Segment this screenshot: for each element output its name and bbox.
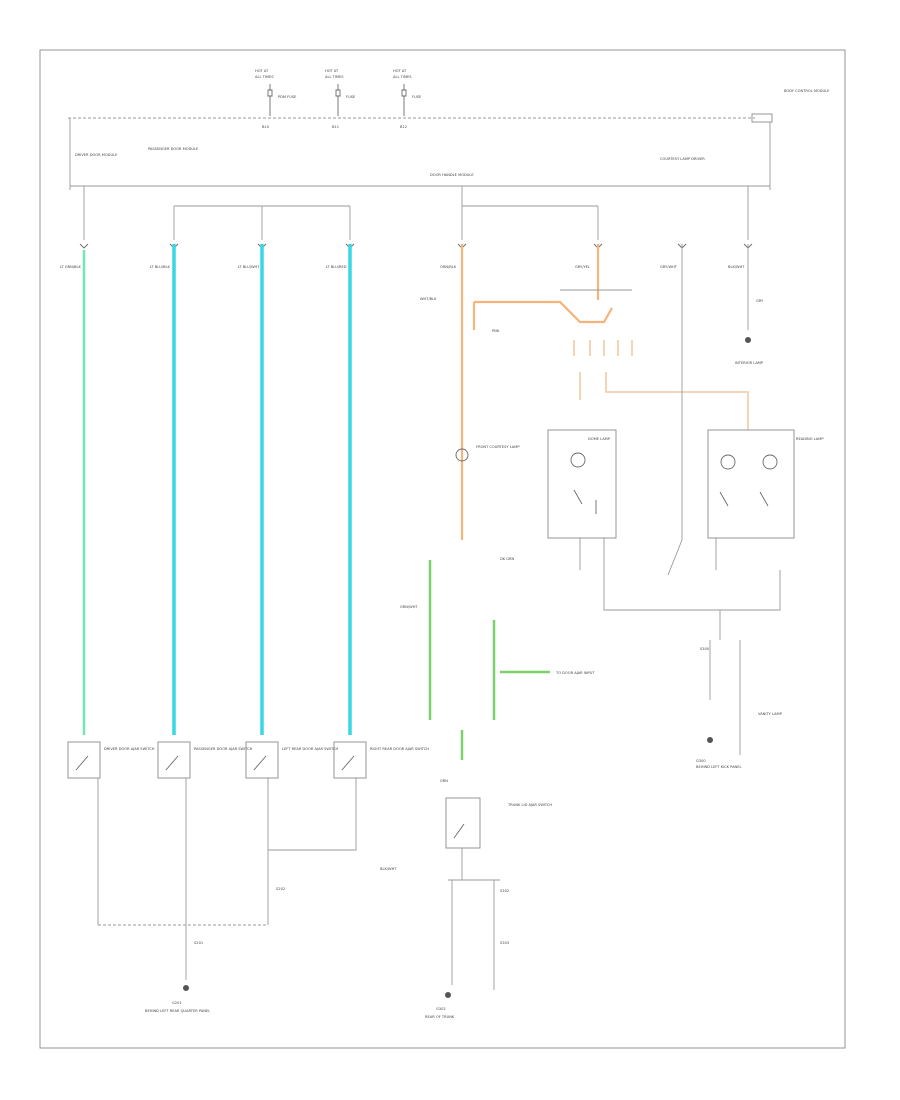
- wire-label-10: GRY: [756, 299, 764, 303]
- diagram-frame: [39, 49, 846, 1049]
- switch-label-4: RIGHT REAR DOOR AJAR SWITCH: [370, 747, 429, 751]
- switch-label-2: PASSENGER DOOR AJAR SWITCH: [194, 747, 253, 751]
- fuse-label-1-fuse: PDM FUSE: [278, 95, 297, 99]
- vanity-lamp-label: VANITY LAMP: [758, 712, 783, 716]
- orange-distribution: [474, 244, 613, 324]
- orange-branches: [573, 340, 749, 430]
- left-ground-icon: [183, 985, 189, 991]
- fuse-label-2-fuse: FUSE: [346, 95, 356, 99]
- module-label-5: INTERIOR LAMP: [735, 361, 764, 365]
- switch-label-1: DRIVER DOOR AJAR SWITCH: [104, 747, 155, 751]
- trunk-returns: [448, 848, 500, 990]
- fuse-label-3-fuse: FUSE: [412, 95, 422, 99]
- wire-label-3: LT BLU/RED: [326, 265, 347, 269]
- left-ground-location: BEHIND LEFT REAR QUARTER PANEL: [145, 1009, 210, 1013]
- wire-label-12: GRN/WHT: [400, 605, 418, 609]
- module-label-2: PASSENGER DOOR MODULE: [148, 147, 199, 151]
- interior-ground-icon: [745, 337, 751, 343]
- fuse-label-2-line1: HOT AT: [325, 69, 339, 73]
- lamp-bulb-icons: [455, 448, 778, 514]
- wire-label-1: LT BLU/BLK: [150, 265, 170, 269]
- mid-ground-label: G302: [436, 1007, 446, 1011]
- dome-lamp-box: [547, 429, 617, 539]
- splice-lower: [709, 610, 741, 700]
- wire-label-2: LT BLU/WHT: [238, 265, 260, 269]
- lamp-label-3: READING LAMP: [796, 437, 824, 441]
- trunk-switch-box: [445, 797, 481, 849]
- lr-switch-box: [245, 741, 279, 779]
- wire-label-15: BLK/WHT: [380, 867, 397, 871]
- grn-wire: [492, 620, 550, 720]
- left-ground-label: G201: [172, 1001, 182, 1005]
- wire-label-0: LT GRN/BLK: [60, 265, 81, 269]
- lamp-return-wiring: [579, 538, 781, 611]
- wire-label-8: WHT/BLK: [420, 297, 437, 301]
- rr-switch-box: [333, 741, 367, 779]
- lamp-label-2: DOME LAMP: [588, 437, 611, 441]
- module-bus-sides: [69, 118, 771, 190]
- fuse-label-3-ref: B12: [400, 125, 407, 129]
- fuse-symbols: [267, 84, 407, 116]
- wire-label-9: PNK: [492, 329, 500, 333]
- splice-label-s202: S202: [276, 887, 285, 891]
- splice-label-s201: S201: [194, 941, 203, 945]
- switch-contact-icons: [75, 755, 465, 839]
- fuse-label-3-line2: ALL TIMES: [393, 75, 412, 79]
- right-ground-location: BEHIND LEFT KICK PANEL: [696, 765, 742, 769]
- fuse-label-2-line2: ALL TIMES: [325, 75, 344, 79]
- wire-label-4: ORN/BLK: [440, 265, 457, 269]
- splice-label-s303: S303: [500, 941, 509, 945]
- switch-returns: [97, 778, 357, 925]
- wire-label-13: DK GRN: [500, 557, 515, 561]
- dash-arrow-label: TO DOOR AJAR INPUT: [555, 671, 595, 675]
- fuse-label-1-line1: HOT AT: [255, 69, 269, 73]
- wire-label-6: GRY/WHT: [660, 265, 678, 269]
- fuse-label-2: HOT AT ALL TIMES FUSE B11: [325, 69, 356, 129]
- switch-label-3: LEFT REAR DOOR AJAR SWITCH: [282, 747, 338, 751]
- splice-label-s300: S300: [700, 647, 710, 651]
- fuse-label-1-ref: B10: [262, 125, 270, 129]
- wire-label-7: BLK/WHT: [728, 265, 745, 269]
- reading-lamp-box: [707, 429, 795, 539]
- connector-chevrons: [79, 243, 753, 249]
- wire-label-5: GRY/YEL: [575, 265, 590, 269]
- module-label-4: COURTESY LAMP DRIVER: [660, 157, 705, 161]
- fuse-label-3-line1: HOT AT: [393, 69, 407, 73]
- fuse-label-2-ref: B11: [332, 125, 339, 129]
- fuse-label-3: HOT AT ALL TIMES FUSE B12: [393, 69, 422, 129]
- mid-ground-icon: [445, 992, 451, 998]
- right-ground-label: G300: [696, 759, 706, 763]
- lamp-label-1: FRONT COURTESY LAMP: [476, 445, 520, 449]
- switch-label-5: TRUNK LID AJAR SWITCH: [507, 803, 552, 807]
- bcm-label: BODY CONTROL MODULE: [784, 89, 830, 93]
- module-drops: [83, 186, 749, 240]
- fuse-label-1: HOT AT ALL TIMES PDM FUSE B10: [255, 69, 297, 129]
- driver-switch-box: [67, 741, 101, 779]
- module-label-3: DOOR HANDLE MODULE: [430, 173, 474, 177]
- mid-ground-location: REAR OF TRUNK: [425, 1015, 455, 1019]
- fuse-label-1-line2: ALL TIMES: [255, 75, 274, 79]
- splice-label-s302: S302: [500, 889, 509, 893]
- module-label-1: DRIVER DOOR MODULE: [75, 153, 118, 157]
- passenger-switch-box: [157, 741, 191, 779]
- bcm-connector: [751, 113, 773, 123]
- right-ground-icon: [707, 737, 713, 743]
- wire-label-14: GRN: [440, 779, 448, 783]
